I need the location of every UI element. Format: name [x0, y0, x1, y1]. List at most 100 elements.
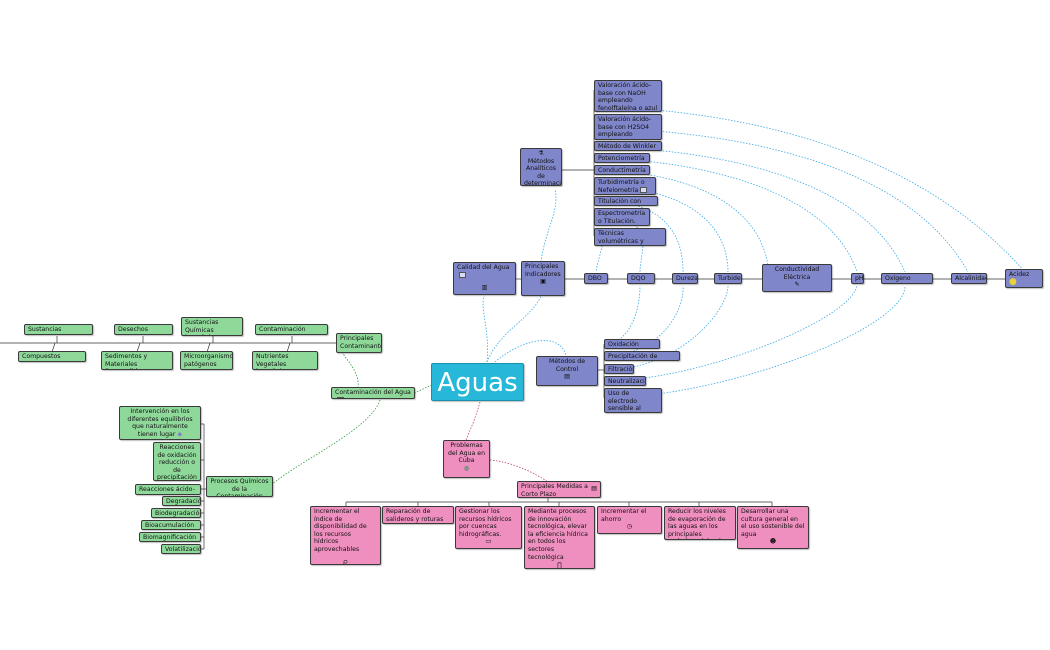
note-icon: [337, 396, 344, 398]
medida-item[interactable]: Gestionar los recursos hídricos por cuen…: [455, 506, 522, 549]
connector-center-indicadores: [486, 295, 542, 363]
proceso-label: Bioacumulación: [145, 522, 195, 529]
contaminacion-node[interactable]: Contaminación del Agua: [331, 387, 415, 399]
proceso-item[interactable]: Reacciones ácido-base: [135, 484, 201, 495]
connector-contaminacion-procesos: [269, 399, 381, 487]
analitico-item[interactable]: Valoración ácido-base con H2SO4 empleand…: [594, 114, 662, 140]
indicador-dqo[interactable]: DQO: [627, 273, 655, 284]
analitico-item[interactable]: Método de Winkler: [594, 141, 662, 151]
note-icon: [633, 282, 640, 283]
contaminante-item[interactable]: Compuestos Orgánicos: [18, 351, 86, 362]
note-icon: [640, 186, 648, 193]
proceso-item[interactable]: Biomagnificación: [139, 532, 201, 542]
proceso-item[interactable]: Volatilización: [161, 544, 201, 554]
proceso-item[interactable]: Biodegradación: [151, 508, 201, 518]
contaminante-item[interactable]: Desechos Orgánicos: [114, 324, 173, 335]
contaminacion-label: Contaminación del Agua: [335, 389, 411, 396]
problemas-cuba-node[interactable]: Problemas del Agua en Cuba ◍: [443, 440, 490, 478]
calidad-del-agua-node[interactable]: Calidad del Agua ▥: [453, 262, 516, 295]
analitico-item[interactable]: Valoración ácido-base con NaOH empleando…: [594, 80, 662, 112]
principales-contaminantes-node[interactable]: Principales Contaminantes: [336, 333, 382, 353]
control-item[interactable]: Uso de electrodo sensible al oxígeno dis…: [604, 388, 662, 413]
principales-indicadores-node[interactable]: Principales Indicadores ▣: [521, 261, 565, 296]
control-item[interactable]: Neutralización: [604, 376, 646, 386]
connector-problemas-medidas: [489, 459, 549, 483]
calendar-icon: ▭: [485, 538, 492, 546]
connector-indicadores-analiticos: [540, 189, 557, 263]
problemas-label: Problemas del Agua en Cuba: [448, 442, 485, 465]
medida-label: Gestionar los recursos hídricos por cuen…: [459, 508, 512, 538]
proceso-item[interactable]: Intervención en los diferentes equilibri…: [119, 406, 201, 440]
medida-label: Mediante procesos de innovación tecnológ…: [528, 508, 588, 561]
medida-item[interactable]: Incrementar el índice de disponibilidad …: [310, 506, 381, 565]
stopwatch-icon: ◷: [626, 523, 633, 531]
medida-item[interactable]: Incrementar el ahorro ◷: [597, 506, 662, 534]
indicador-oxigeno[interactable]: Oxígeno Disuelto: [881, 273, 933, 284]
indicador-alcalinidad[interactable]: Alcalinidad: [951, 273, 987, 284]
proceso-item[interactable]: Degradación: [162, 496, 201, 506]
analitico-label: Turbidimetría o Nefelometría: [598, 179, 645, 194]
metodos-control-label: Métodos de Control: [549, 358, 585, 373]
metodos-analiticos-label: Métodos Analíticos de determinación: [524, 157, 561, 186]
medida-item[interactable]: Reparación de salideros y roturas: [382, 506, 454, 524]
analitico-item[interactable]: Espectrometría o Titulación.: [594, 208, 650, 226]
connector-center-calidad: [482, 295, 488, 363]
medida-item[interactable]: Mediante procesos de innovación tecnológ…: [524, 506, 595, 569]
connector-ctrl1: [603, 285, 641, 345]
analitico-item[interactable]: Conductimetría: [594, 165, 650, 175]
magnifier-chart-icon: ⌕: [342, 554, 349, 565]
connector-ctrl4: [603, 285, 858, 382]
analitico-item[interactable]: Potenciometría: [594, 153, 650, 163]
analitico-item[interactable]: Titulación con EDTA: [594, 196, 658, 206]
analitico-label: Conductimetría: [598, 167, 646, 174]
indicador-acidez[interactable]: Acidez ●: [1005, 269, 1043, 288]
proceso-label: Intervención en los diferentes equilibri…: [127, 408, 193, 438]
contaminante-item[interactable]: Sustancias Radioactivas: [24, 324, 93, 335]
contaminante-item[interactable]: Sedimentos y Materiales Suspendidos: [101, 351, 173, 370]
lemon-icon: ●: [1009, 276, 1017, 287]
analitico-item[interactable]: Turbidimetría o Nefelometría: [594, 177, 656, 195]
proceso-item[interactable]: Bioacumulación: [141, 520, 201, 530]
document-icon: ▤: [591, 485, 597, 492]
medidas-corto-plazo-node[interactable]: Principales Medidas a Corto Plazo ▤: [517, 481, 601, 498]
indicador-dureza[interactable]: Dureza: [672, 273, 698, 284]
analitico-label: Potenciometría: [598, 155, 645, 162]
contaminante-item[interactable]: Contaminación Térmica: [255, 324, 328, 335]
indicador-dbo[interactable]: DBO: [584, 273, 608, 284]
calidad-label: Calidad del Agua: [457, 264, 510, 271]
medida-item[interactable]: Reducir los niveles de evaporación de la…: [664, 506, 736, 540]
folder-icon: ▣: [540, 278, 546, 286]
proceso-item[interactable]: Reacciones de oxidación reducción o de p…: [153, 442, 201, 481]
document-icon: ▯: [556, 561, 563, 569]
control-item[interactable]: Filtración: [604, 364, 634, 374]
control-item[interactable]: Oxidación Química: [604, 339, 660, 349]
metodos-control-node[interactable]: Métodos de Control ▤: [536, 356, 598, 386]
contaminante-item[interactable]: Microorganismos patógenos: [180, 351, 233, 370]
indicador-turbidez[interactable]: Turbidez: [714, 273, 742, 284]
medidas-label: Principales Medidas a Corto Plazo: [521, 483, 588, 498]
analitico-label: Método de Winkler: [598, 143, 657, 150]
flask-icon: ⚗: [538, 150, 544, 157]
analitico-item[interactable]: Técnicas volumétricas y electroquímicas: [594, 228, 666, 246]
medida-label: Incrementar el índice de disponibilidad …: [314, 508, 367, 553]
metodos-analiticos-node[interactable]: ⚗ Métodos Analíticos de determinación: [520, 148, 562, 186]
contaminante-item[interactable]: Sustancias Químicas inorgánicas: [181, 317, 243, 336]
medida-label: Desarrollar una cultura general en el us…: [741, 508, 805, 538]
proceso-label: Biomagnificación: [143, 534, 197, 541]
people-icon: ☻: [769, 538, 777, 546]
control-item[interactable]: Precipitación de cationes: [604, 351, 680, 361]
medida-item[interactable]: Desarrollar una cultura general en el us…: [737, 506, 809, 549]
central-topic[interactable]: Aguas: [431, 363, 524, 401]
contaminante-item[interactable]: Nutrientes Vegetales inorgánicos: [252, 351, 318, 370]
indicador-conductividad[interactable]: Conductividad Eléctrica ✎: [762, 264, 832, 292]
procesos-quimicos-node[interactable]: Procesos Químicos de la Contaminación: [206, 476, 273, 497]
chart-icon: ▥: [481, 284, 488, 292]
pencil-icon: ✎: [794, 281, 800, 289]
indicador-ph[interactable]: pH: [851, 273, 864, 284]
connector-center-problemas: [465, 401, 481, 441]
conductividad-label: Conductividad Eléctrica: [774, 266, 820, 281]
indicadores-label: Principales Indicadores: [525, 263, 561, 278]
dqo-label: DQO: [631, 275, 646, 282]
note-icon: [459, 271, 466, 278]
